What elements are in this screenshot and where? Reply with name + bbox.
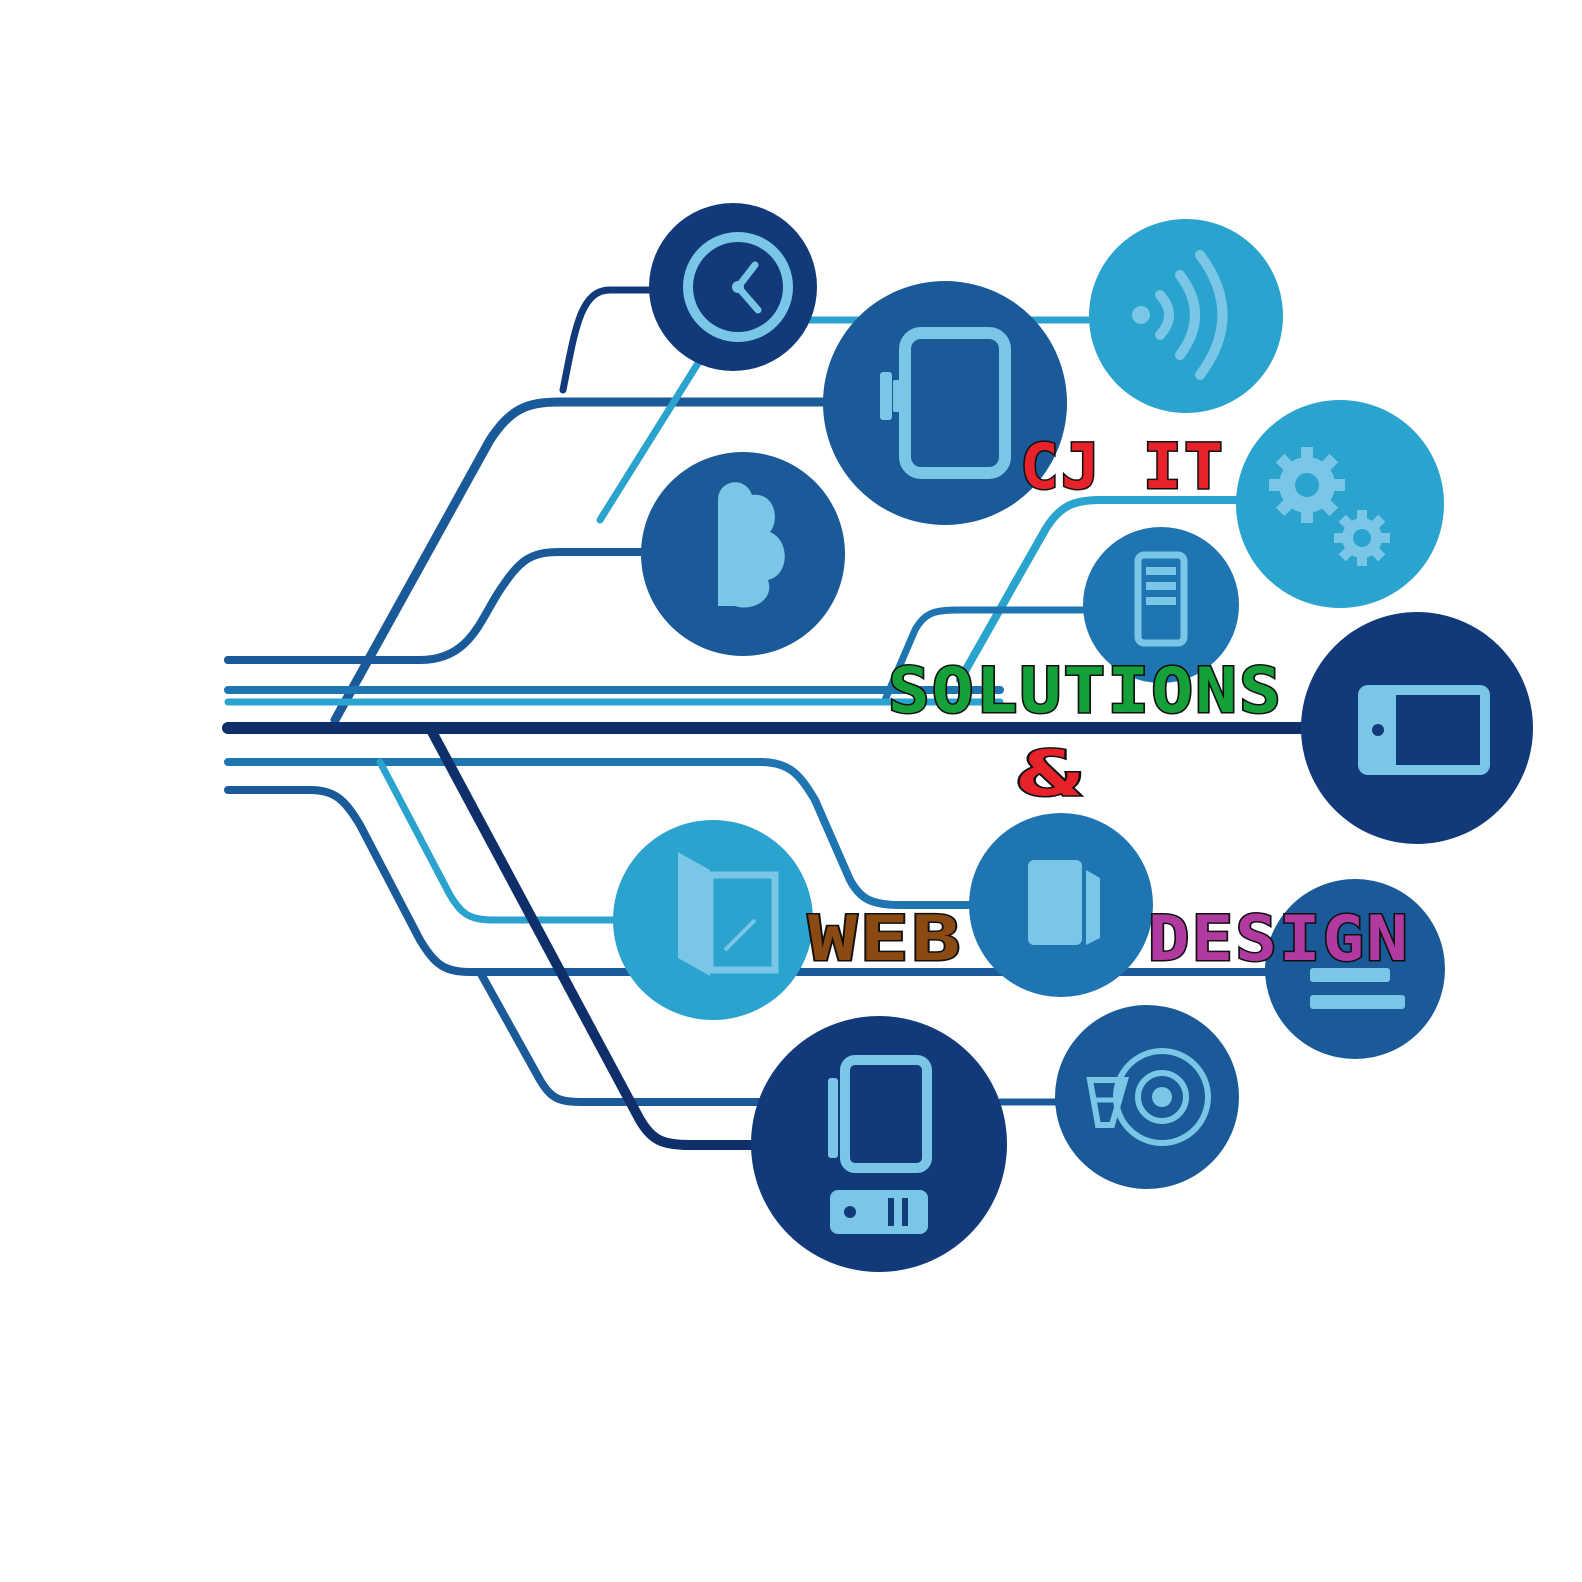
line-to-gears [956,496,1239,684]
cloud-icon [641,452,845,656]
brand-line-cj-it: CJ IT [1020,430,1225,503]
gears-icon [1236,400,1444,608]
line-to-computer-b [425,723,765,1150]
circuit-lines [222,286,1326,1150]
line-to-tablet [330,397,835,725]
wifi-icon [1089,219,1283,413]
tablet-landscape-icon [1301,612,1533,844]
brand-line-design: DESIGN [1148,902,1410,975]
desktop-computer-icon [751,1016,1007,1272]
ebook-icon [613,820,813,1020]
antenna-icon [1055,1005,1239,1189]
tablet-icon [823,281,1067,525]
line-to-ebook [376,758,629,924]
line-clock-to-cloud [596,356,704,524]
brand-line-ampersand: & [1018,737,1083,810]
folder-icon [969,813,1153,997]
line-to-clock [559,286,654,394]
line-to-computer-a [476,968,764,1106]
trunk-line-5 [224,786,1294,976]
trunk-line-4 [224,758,984,909]
document-icon [1265,879,1445,1059]
line-to-cloud [224,548,654,664]
clock-icon [649,203,817,371]
brand-line-web: WEB [808,902,963,975]
brand-line-solutions: SOLUTIONS [888,654,1283,727]
server-icon [1083,527,1239,683]
line-to-server [881,606,1089,704]
brand-text-group: CJ IT SOLUTIONS & WEB DESIGN [807,429,1410,977]
